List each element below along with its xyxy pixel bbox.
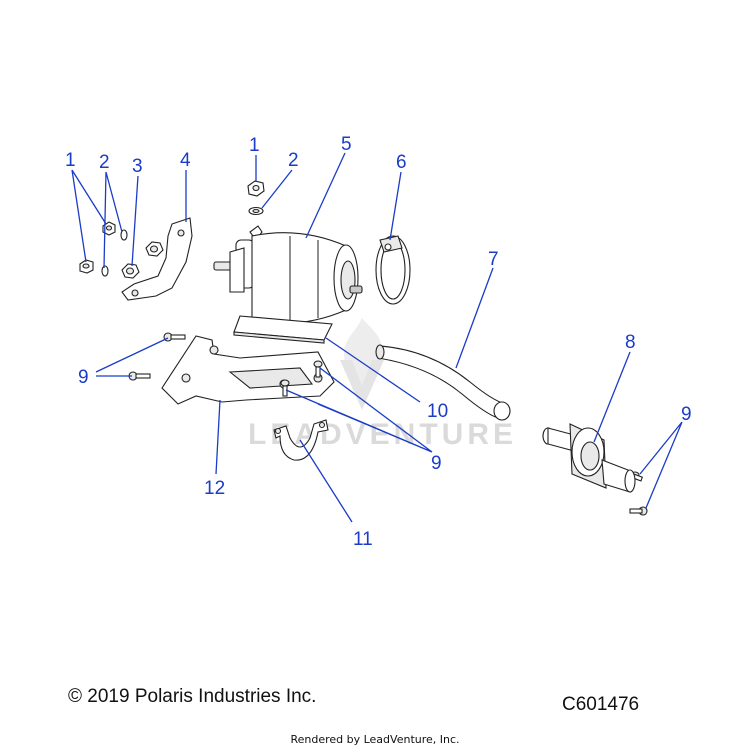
rendered-by-credit: Rendered by LeadVenture, Inc.: [290, 733, 460, 746]
leader-8: [593, 351, 631, 443]
part-washer-top: [248, 206, 264, 216]
callout-10: 10: [427, 401, 448, 422]
leader-lines: [71, 152, 683, 523]
leader-12: [215, 399, 221, 475]
leader-9c: [639, 421, 683, 509]
leader-5: [305, 152, 346, 239]
leader-7: [455, 267, 494, 369]
callout-8: 8: [625, 332, 636, 353]
bolt-1: [163, 332, 186, 342]
callout-1-top: 1: [249, 135, 260, 156]
callout-labels: 1 2 3 4 1 2 5 6 7 8 9 9 9 10 11 12: [65, 134, 692, 550]
figure-id: C601476: [562, 694, 640, 715]
callout-9-right: 9: [681, 404, 692, 425]
bolt-4: [313, 360, 323, 378]
part-flange-nut: [121, 241, 164, 279]
callout-4: 4: [180, 150, 191, 171]
leader-6: [389, 171, 402, 241]
callout-5: 5: [341, 134, 352, 155]
leader-9a: [95, 337, 169, 377]
part-starter-drive: [542, 423, 636, 493]
part-boot-tube: [375, 344, 511, 421]
part-bracket: [121, 217, 193, 301]
leader-3: [131, 175, 139, 267]
callout-9-left: 9: [78, 367, 89, 388]
copyright-notice: © 2019 Polaris Industries Inc.: [68, 686, 317, 707]
part-hose-clamp: [375, 235, 411, 305]
leader-1a: [71, 169, 107, 263]
bolt-2: [128, 371, 151, 381]
leader-2a: [103, 171, 123, 269]
part-main-bracket: [161, 335, 335, 405]
callout-1-left: 1: [65, 150, 76, 171]
leader-10: [325, 337, 421, 403]
callout-3: 3: [132, 156, 143, 177]
callout-2-top: 2: [288, 150, 299, 171]
part-starter-motor: [213, 225, 363, 324]
part-nut-top: [247, 180, 265, 197]
part-nut-left: [79, 221, 116, 274]
callout-2-left: 2: [99, 152, 110, 173]
part-strap-bracket: [273, 419, 329, 461]
callout-6: 6: [396, 152, 407, 173]
part-pad: [233, 315, 333, 344]
bolt-6: [629, 506, 648, 516]
leader-11: [299, 439, 353, 523]
callout-9-center: 9: [431, 453, 442, 474]
callout-7: 7: [488, 249, 499, 270]
leader-2b: [261, 169, 293, 209]
callout-11: 11: [353, 529, 373, 550]
part-washer-left: [101, 229, 128, 277]
leader-9b: [285, 367, 433, 453]
callout-12: 12: [204, 478, 225, 499]
